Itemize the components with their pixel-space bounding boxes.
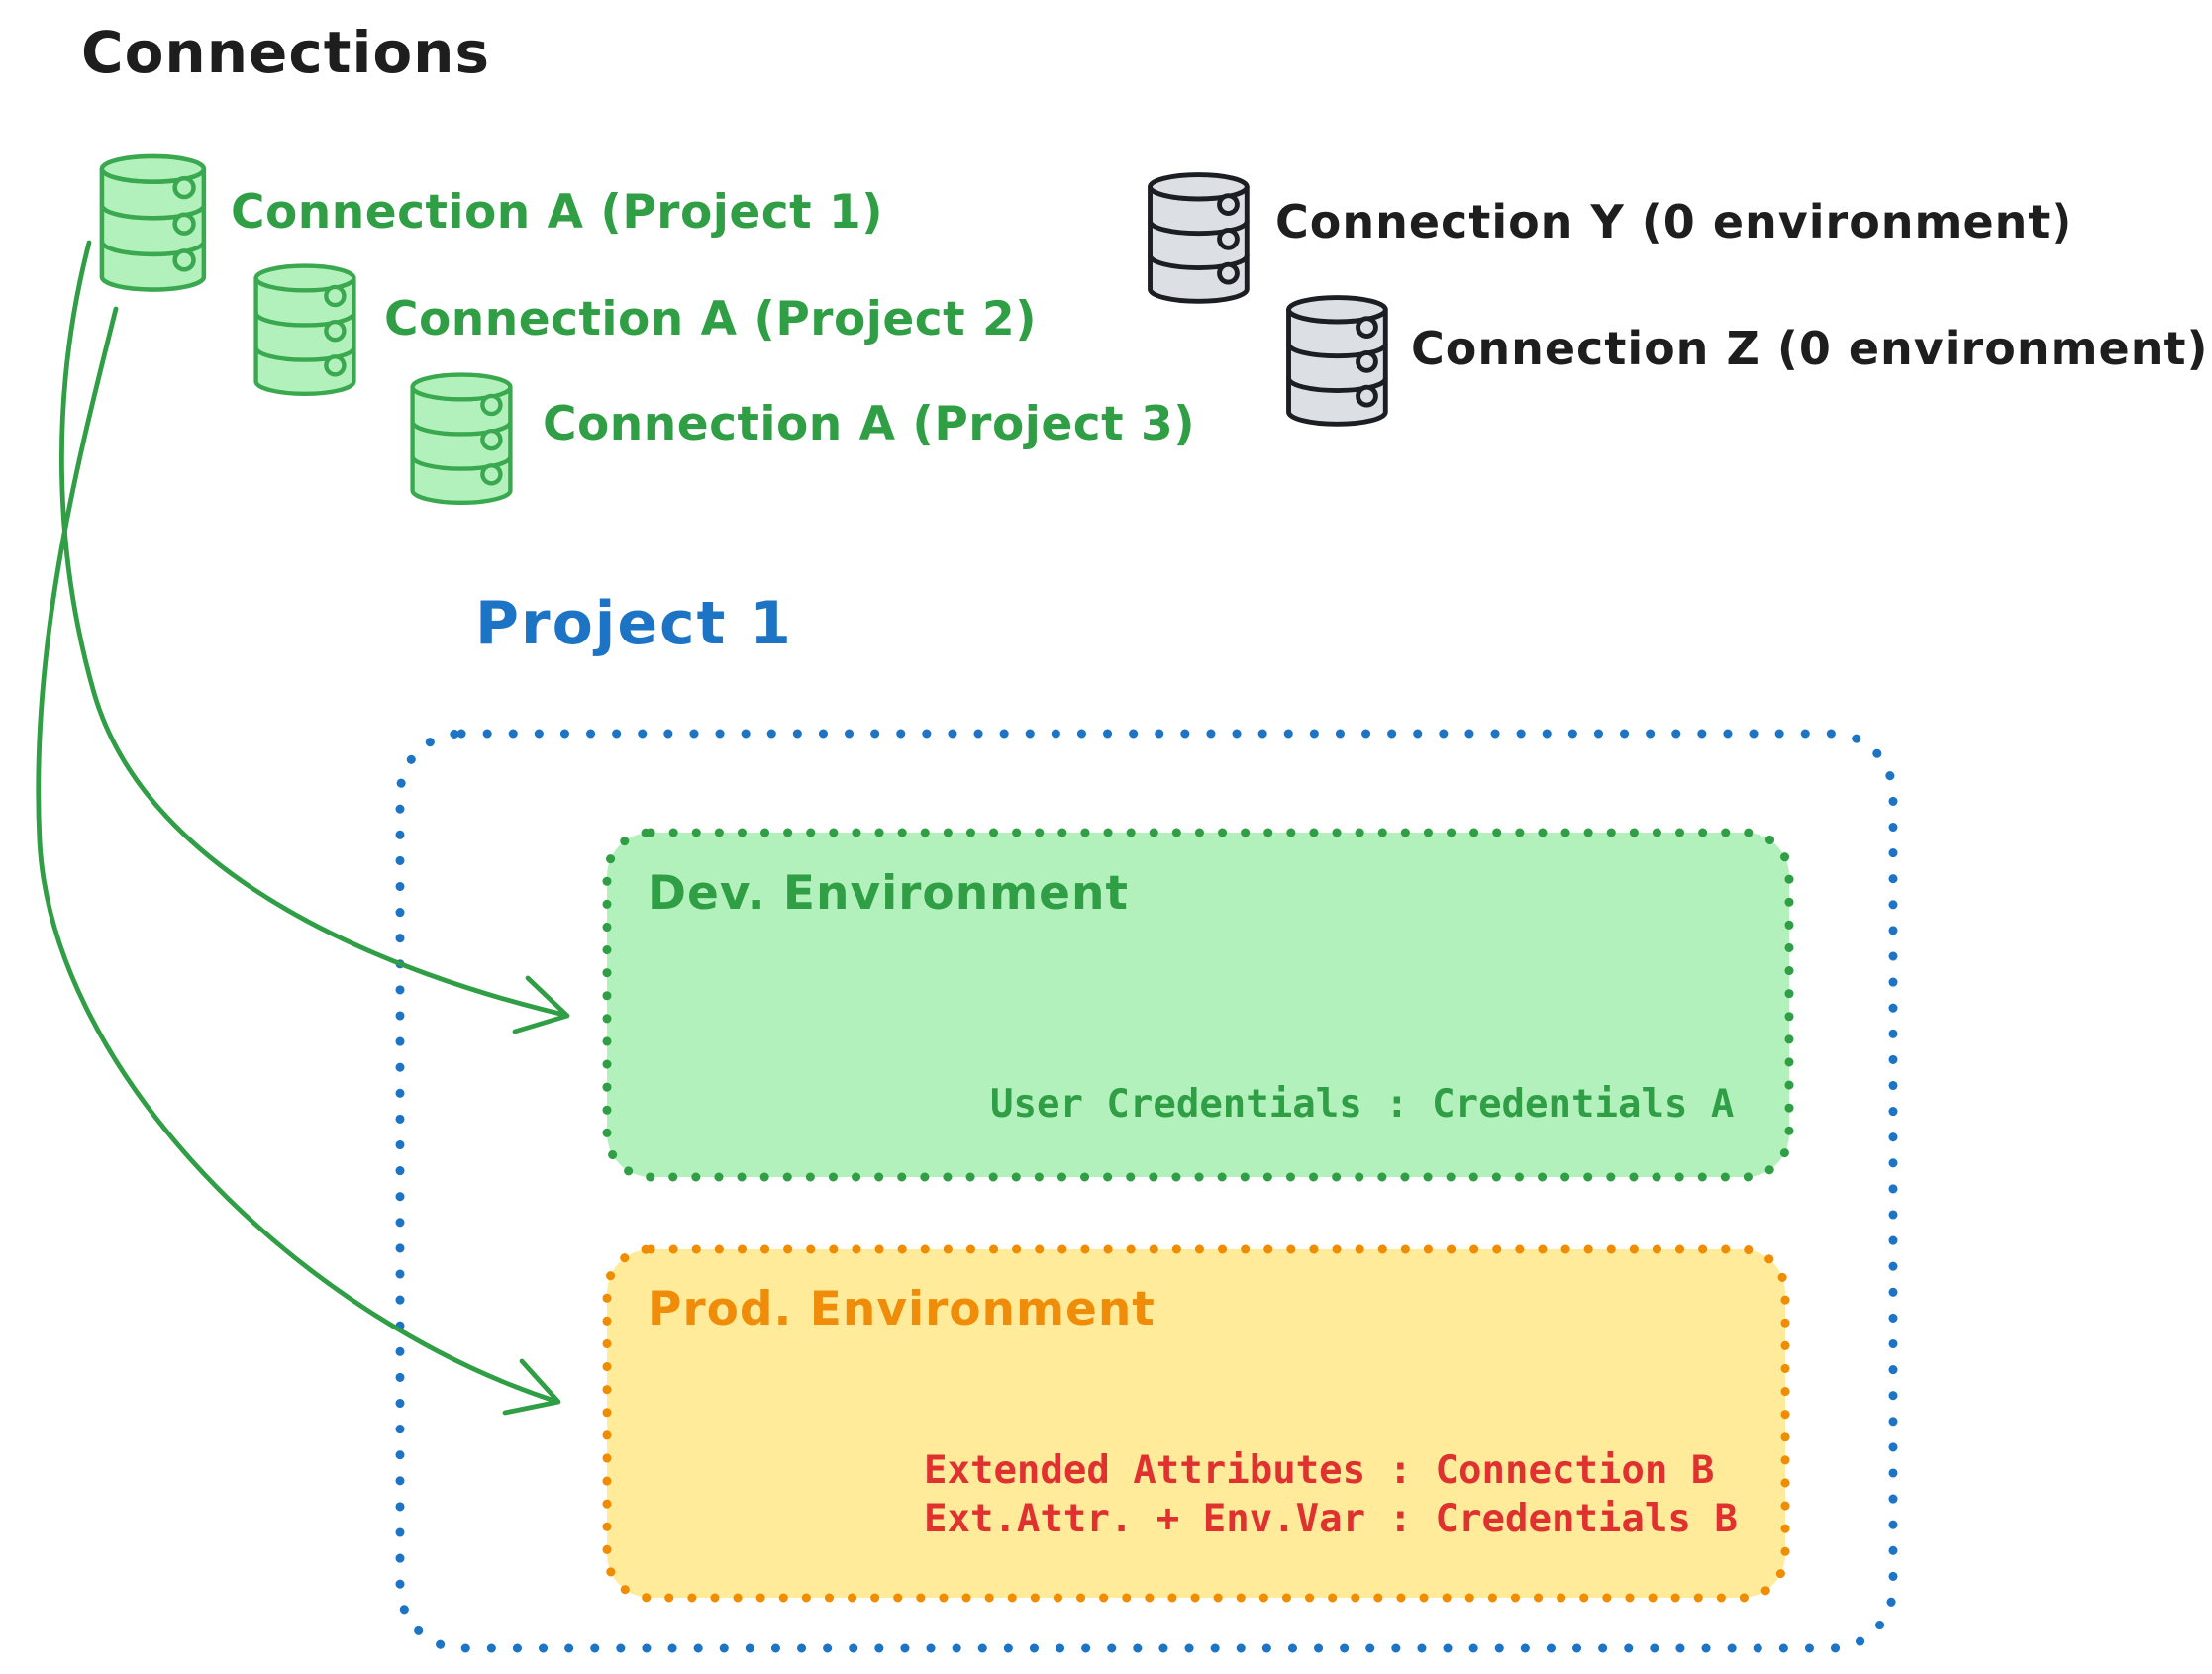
prod-environment-bindings: Extended Attributes : Connection B Ext.A…	[924, 1446, 1738, 1543]
prod-environment-box	[602, 1244, 1790, 1603]
arrow-connection-a-to-prod-environment	[36, 306, 561, 1416]
connection-a-project-3-label: Connection A (Project 3)	[543, 397, 1196, 451]
database-icon-connection-a-project-2	[255, 265, 354, 394]
connection-y-label: Connection Y (0 environment)	[1275, 195, 2073, 248]
dev-environment-title: Dev. Environment	[648, 866, 1129, 921]
prod-environment-title: Prod. Environment	[648, 1282, 1156, 1336]
connection-a-project-1-label: Connection A (Project 1)	[231, 185, 884, 240]
prod-environment-binding-extended-attributes: Extended Attributes : Connection B	[924, 1448, 1715, 1493]
page-title: Connections	[81, 19, 490, 86]
project-1-box	[395, 729, 1898, 1653]
arrowhead-prod	[502, 1358, 561, 1416]
connection-a-project-2-label: Connection A (Project 2)	[384, 292, 1038, 346]
connection-z-label: Connection Z (0 environment)	[1411, 322, 2209, 375]
prod-environment-binding-env-var: Ext.Attr. + Env.Var : Credentials B	[924, 1497, 1738, 1541]
arrowhead-dev	[512, 975, 570, 1034]
database-icon-connection-a-project-1	[101, 155, 204, 290]
arrow-connection-a-to-dev-environment	[59, 240, 570, 1034]
dev-environment-binding: User Credentials : Credentials A	[990, 1082, 1735, 1127]
database-icon-connection-a-project-3	[412, 374, 511, 503]
project-1-title: Project 1	[475, 589, 793, 658]
dev-environment-box	[602, 828, 1794, 1182]
database-icon-connection-y	[1150, 174, 1248, 302]
database-icon-connection-z	[1288, 297, 1386, 425]
